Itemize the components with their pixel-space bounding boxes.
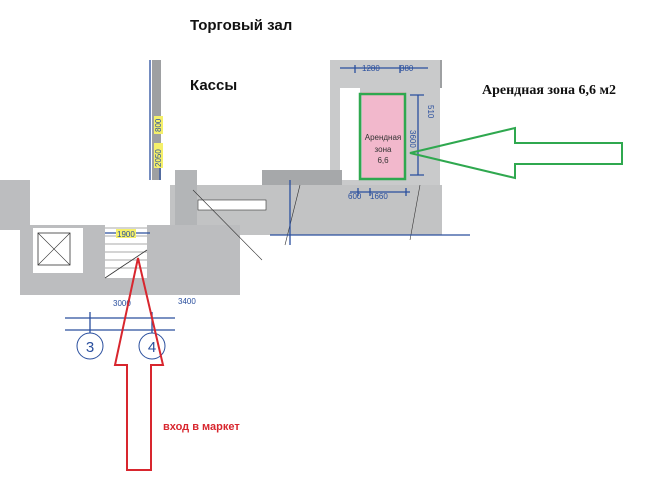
dim-2050: 2050 [154,149,163,167]
red-arrow-icon [113,257,165,471]
dim-3400: 3400 [178,297,196,306]
entrance-label: вход в маркет [163,421,240,433]
axis-4-label: 4 [148,339,156,356]
room-label-2: зона [375,145,392,154]
cashiers-label: Кассы [190,77,237,94]
dim-3600: 3600 [408,130,417,148]
dim-800: 800 [154,118,163,132]
axis-3-marker [76,332,104,360]
rental-zone-callout: Арендная зона 6,6 м2 [482,83,616,98]
green-arrow-icon [409,126,623,180]
dim-1660: 1660 [370,192,388,201]
dim-510: 510 [426,105,435,119]
rental-zone-outline [358,92,407,181]
room-label-3: 6,6 [377,156,389,165]
axis-4-marker [138,332,166,360]
trade-hall-label: Торговый зал [190,17,292,34]
dim-600: 600 [348,192,362,201]
dim-1900: 1900 [117,230,135,239]
dim-1280: 1280 [362,64,380,73]
dim-380: 380 [400,64,414,73]
axis-3-label: 3 [86,339,94,356]
dim-3000: 3000 [113,299,131,308]
room-label-1: Арендная [365,133,402,142]
rental-zone-area[interactable] [362,92,405,180]
